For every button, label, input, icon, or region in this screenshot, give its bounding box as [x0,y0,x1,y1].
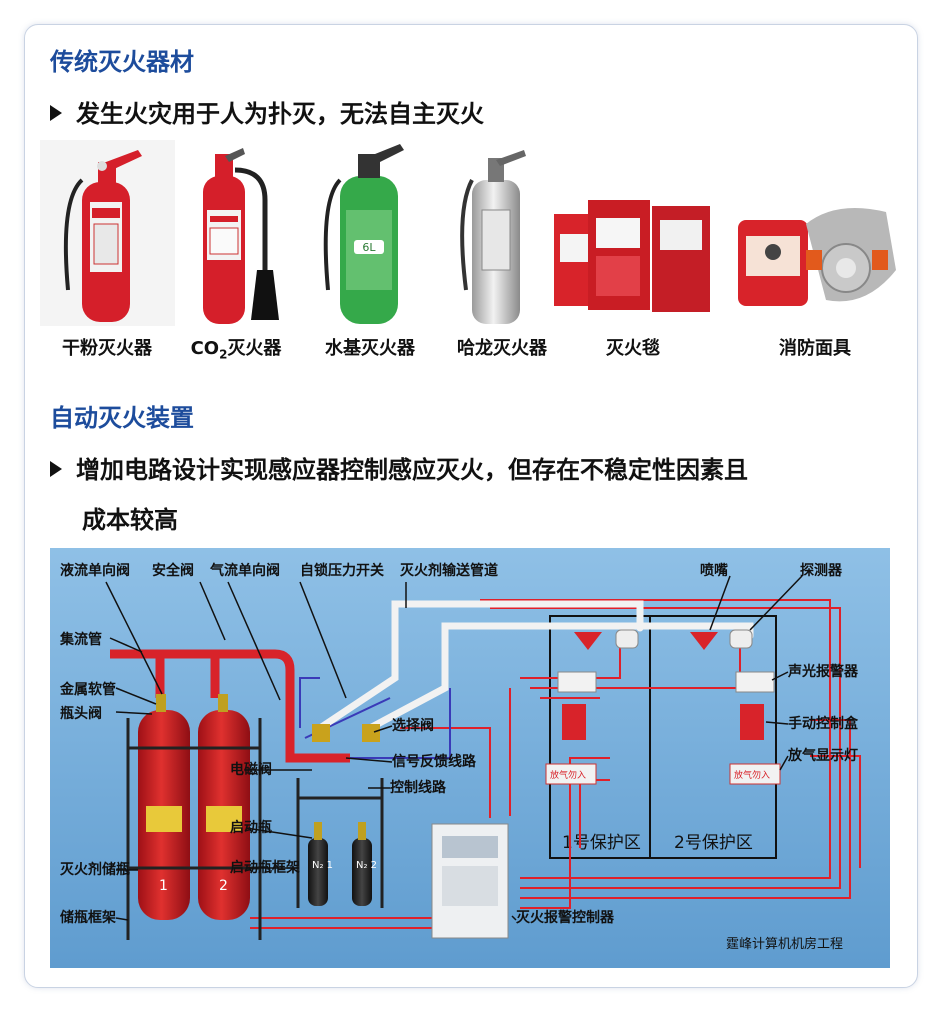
bullet-automatic: 增加电路设计实现感应器控制感应灭火，但存在不稳定性因素且 [50,450,748,485]
manual-box-zone1 [562,704,586,740]
zone1-label: 1号保护区 [562,833,641,853]
caption-co2-post: 灭火器 [227,338,282,359]
label-storage-rack: 储瓶框架 [59,909,116,926]
release-lamp-text-2: 放气勿入 [734,769,770,781]
section-title-automatic: 自动灭火装置 [50,404,194,432]
audio-alarm-zone1 [557,671,597,693]
label-safety-valve: 安全阀 [152,562,194,579]
label-start-bottle: 启动瓶 [230,819,272,836]
zone2-label: 2号保护区 [674,833,753,853]
release-lamp-zone2 [729,763,781,785]
label-check-valve-gas: 气流单向阀 [209,562,280,579]
label-pipeline: 灭火剂输送管道 [399,562,498,579]
label-bottle-valve: 瓶头阀 [60,705,102,722]
label-pressure-switch: 自锁压力开关 [300,562,384,579]
fire-blanket-image [552,140,712,326]
label-nozzle: 喷嘴 [700,562,728,579]
leader-lines [105,575,803,921]
selector-valve-1 [312,724,330,742]
zone2-box [649,615,777,859]
bullet-text-line2: 成本较高 [82,506,178,534]
manual-box-zone2 [740,704,764,740]
label-control-line: 控制线路 [390,779,447,796]
label-selector-valve: 选择阀 [392,717,434,734]
caption-co2-pre: CO [190,338,220,359]
start-bottle-2 [352,838,372,906]
start-rack [296,778,384,908]
release-lamp-zone1 [545,763,597,785]
water-6l-label: 6L [362,241,376,254]
cylinder2-number: 2 [219,878,228,894]
fire-suppression-system-diagram: 1号保护区 2号保护区 1 2 [50,548,890,968]
label-agent-bottle: 灭火剂储瓶 [59,861,130,878]
cylinder1-number: 1 [159,878,168,894]
label-start-rack: 启动瓶框架 [230,859,300,876]
detector-zone2 [729,629,753,649]
release-lamp-text-1: 放气勿入 [550,769,586,781]
label-controller: 灭火报警控制器 [515,909,615,926]
co2-extinguisher-image [195,140,285,326]
caption-water-based: 水基灭火器 [325,338,415,359]
label-hose: 金属软管 [59,681,116,698]
bullet-text-line1: 增加电路设计实现感应器控制感应灭火，但存在不稳定性因素且 [76,456,748,484]
label-detector: 探测器 [800,562,843,579]
cylinder2-tag [206,806,242,832]
halon-extinguisher-image [452,140,542,326]
label-feedback-line: 信号反馈线路 [392,753,477,770]
storage-rack [126,718,262,940]
detector-zone1 [615,629,639,649]
label-check-valve-liquid: 液流单向阀 [60,562,130,579]
label-manual-box: 手动控制盒 [788,715,859,732]
nozzle-zone1 [574,632,602,650]
water-based-extinguisher-image: 6L [320,140,420,326]
bullet-text: 发生火灾用于人为扑灭，无法自主灭火 [76,100,484,128]
n2-label-1: N₂ 1 [312,860,333,871]
caption-dry-powder: 干粉灭火器 [62,338,152,359]
caption-co2: CO2灭火器 [180,334,292,362]
caption-co2-sub: 2 [219,347,228,362]
controller-screen [442,836,498,858]
arrow-bullet-icon [50,105,62,121]
caption-fire-mask: 消防面具 [779,338,851,359]
audio-alarm-zone2 [735,671,775,693]
caption-fire-blanket: 灭火毯 [606,338,660,359]
solenoid-valve-1 [314,822,322,840]
n2-label-2: N₂ 2 [356,860,377,871]
solenoid-valve-2 [358,822,366,840]
diagram-credit: 霆峰计算机机房工程 [726,936,843,952]
label-solenoid-valve: 电磁阀 [230,761,272,778]
bottle-valve-1 [156,694,166,712]
nozzle-zone2 [690,632,718,650]
label-release-lamp: 放气显示灯 [787,747,858,764]
selector-valve-2 [362,724,380,742]
dry-powder-extinguisher-image [40,140,175,326]
start-bottle-1 [308,838,328,906]
signal-wires [250,599,861,929]
arrow-bullet-icon [50,461,62,477]
label-manifold: 集流管 [59,631,102,648]
fire-mask-image [736,140,900,326]
caption-halon: 哈龙灭火器 [457,338,547,359]
controller-keypad [442,866,498,906]
cylinder1-tag [146,806,182,832]
label-audio-alarm: 声光报警器 [787,663,859,680]
bullet-traditional: 发生火灾用于人为扑灭，无法自主灭火 [50,94,484,129]
bottle-valve-2 [218,694,228,712]
section-title-traditional: 传统灭火器材 [50,48,194,76]
